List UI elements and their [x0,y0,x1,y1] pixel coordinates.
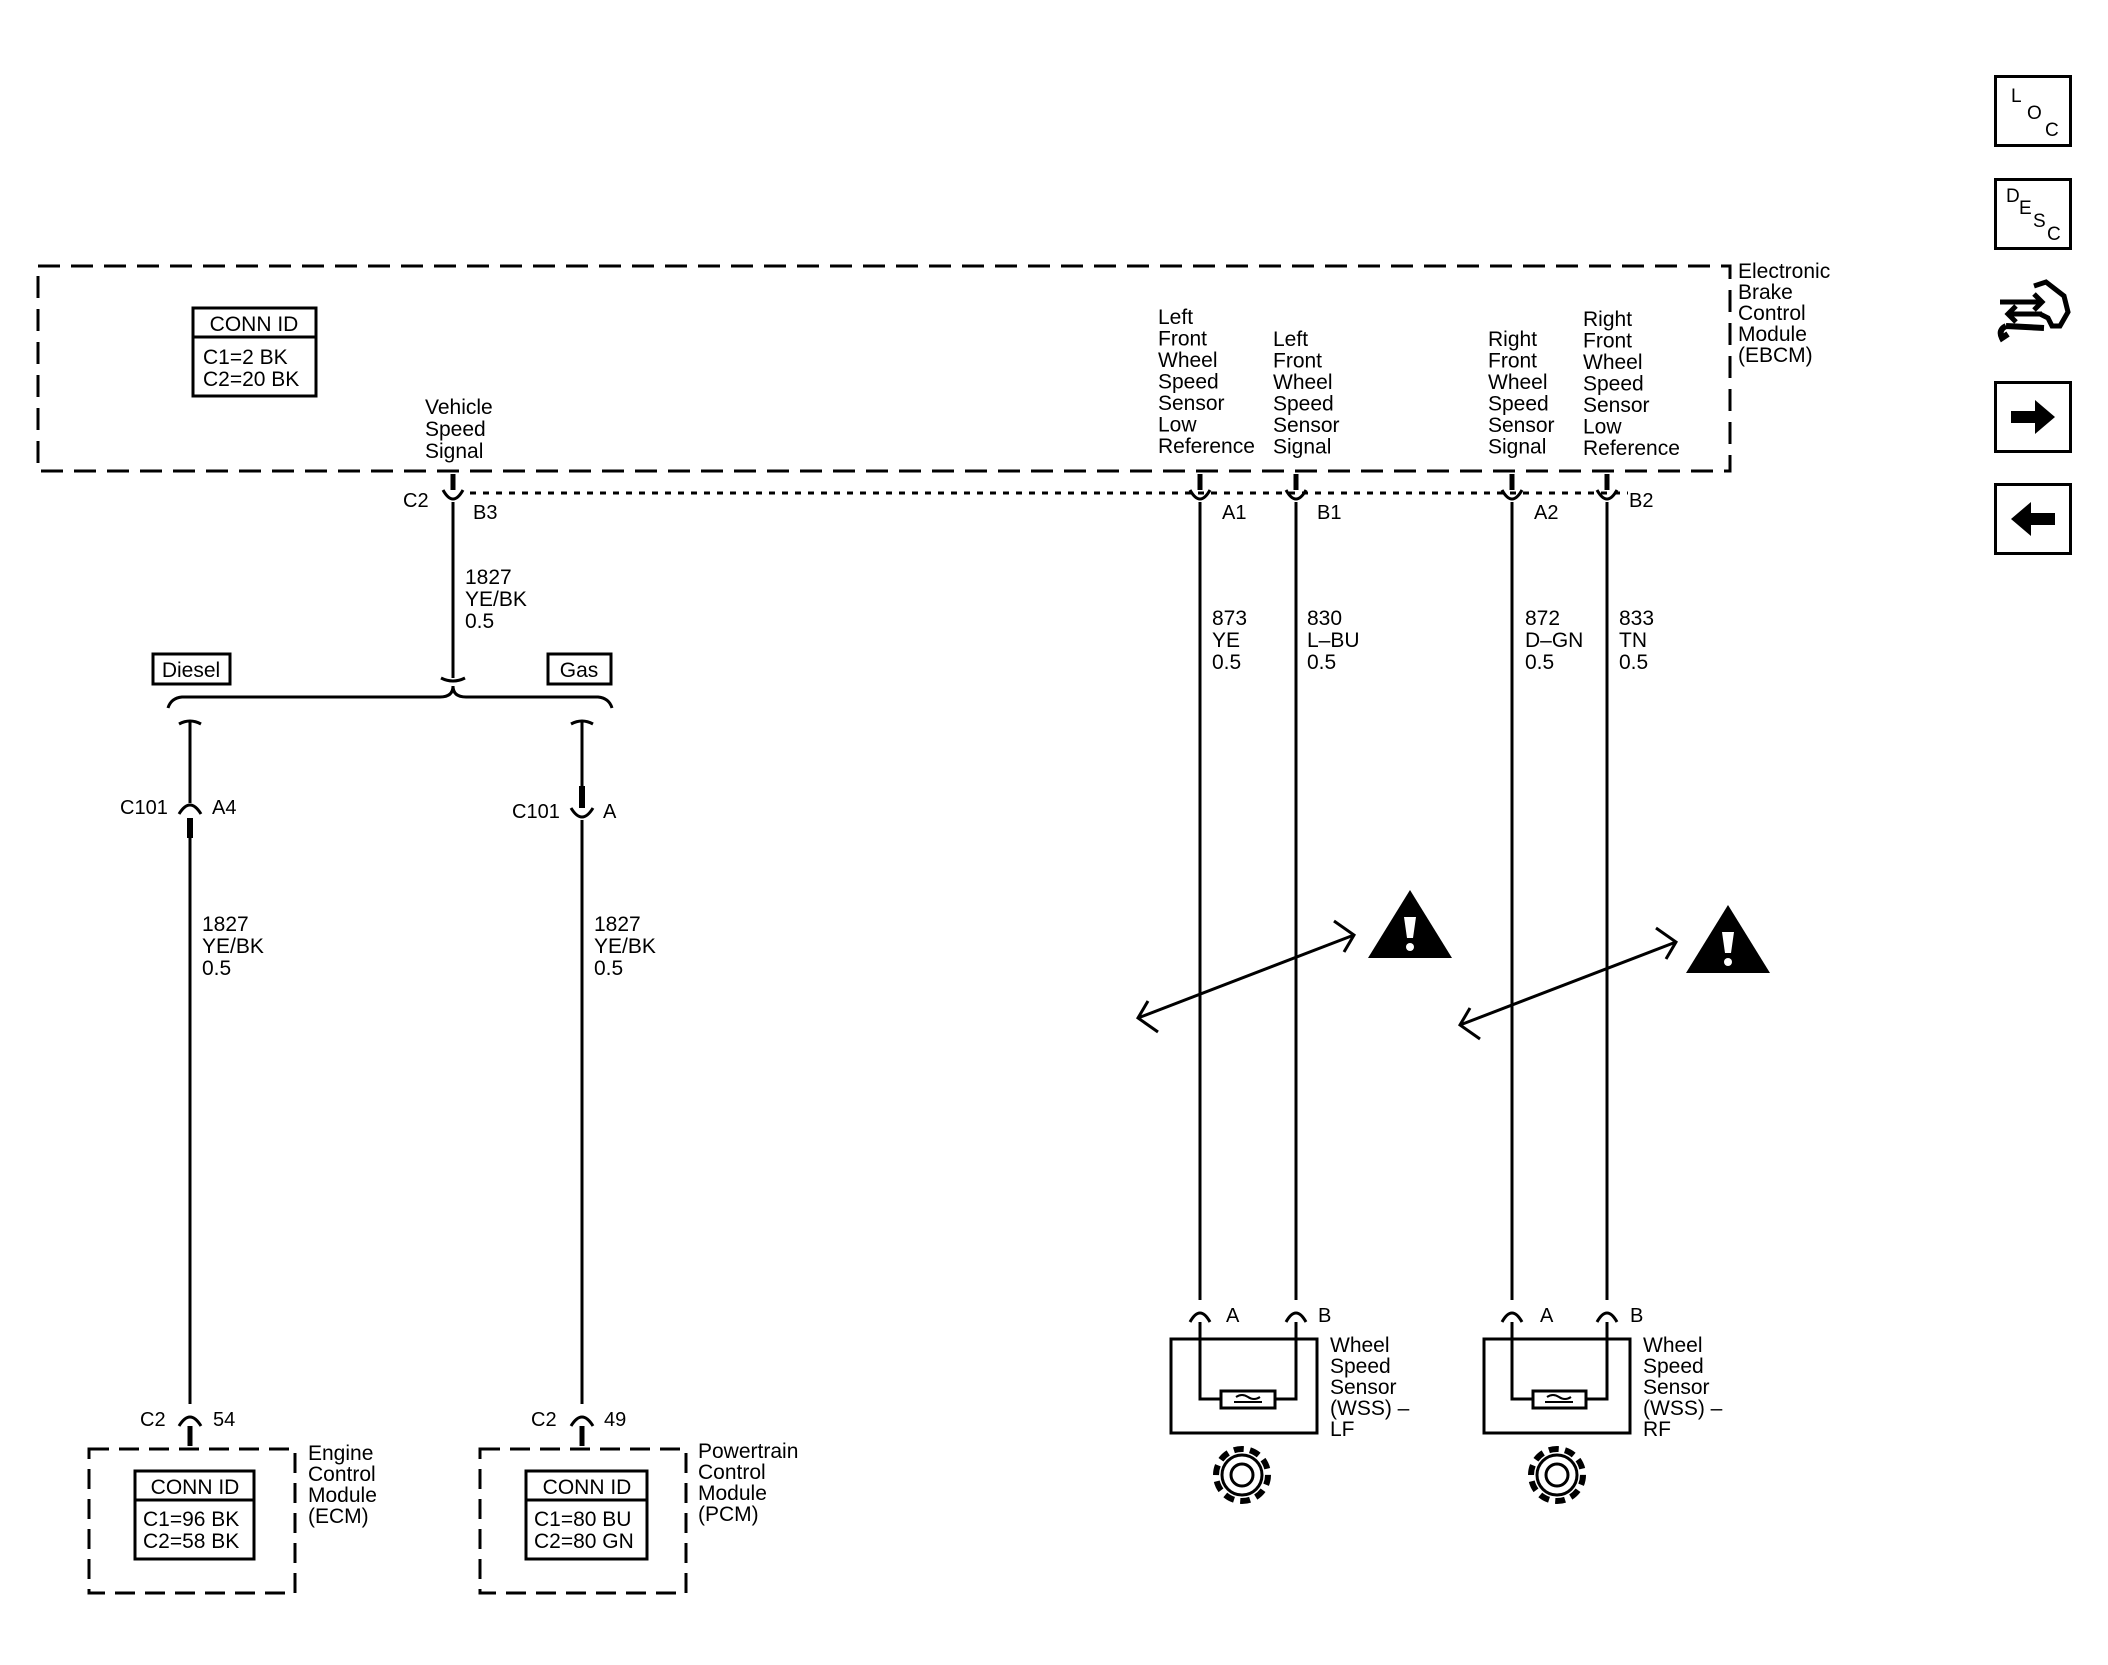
rf-low-pin-label: Right Front Wheel Speed Sensor Low Refer… [1583,308,1680,460]
rf-sig-pin-label: Right Front Wheel Speed Sensor Signal [1488,328,1560,459]
wss-lf-gear-icon [1213,1446,1271,1504]
caution-icon [1686,905,1770,973]
ecm-c2-connector [177,1415,203,1427]
rf-sig-wire-label: 872 D–GN 0.5 [1525,607,1589,674]
connector-end-view-icon [1997,279,2071,343]
wss-lf-body [1169,1337,1319,1435]
wss-lf-name: Wheel Speed Sensor (WSS) – LF [1330,1334,1415,1441]
rf-sig-pin: A2 [1534,502,1558,524]
ebcm-conn-id-title: CONN ID [210,313,299,336]
lf-sig-pin-label: Left Front Wheel Speed Sensor Signal [1273,328,1345,459]
wss-rf-pin-b-connector [1595,1311,1619,1323]
arrow-left-icon [2011,502,2055,536]
rf-low-pin: B2 [1629,490,1653,512]
option-split-tick [440,676,466,683]
lf-low-pin-label: Left Front Wheel Speed Sensor Low Refere… [1158,306,1255,458]
description-letter: D [2006,186,2020,207]
vss-pin: B3 [473,502,497,524]
ecm-conn-id-title: CONN ID [151,1476,240,1499]
pcm-conn-id-row: C1=80 BU [534,1508,631,1531]
pcm-c2-pin: 49 [604,1409,626,1431]
lf-sig-connector [1284,489,1308,501]
next-button[interactable] [1994,381,2072,453]
pcm-conn-id-row: C2=80 GN [534,1530,634,1553]
gas-c101-connector [569,807,595,819]
pcm-name: Powertrain Control Module (PCM) [698,1440,804,1526]
wss-rf-sensor-element [1531,1389,1588,1410]
wss-rf-gear-icon [1528,1446,1586,1504]
lf-twisted-pair-marker [1136,919,1356,1034]
description-letter: C [2047,224,2061,245]
description-letter: E [2019,198,2032,219]
ecm-c2-label: C2 [140,1409,166,1431]
ebcm-name: Electronic Brake Control Module (EBCM) [1738,260,1836,367]
ecm-conn-id-row: C2=58 BK [143,1530,239,1553]
location-letter: L [2011,86,2022,107]
description-letter: S [2033,211,2046,232]
wss-rf-pin-b: B [1630,1305,1643,1327]
ecm-c2-pin: 54 [213,1409,235,1431]
ecm-name: Engine Control Module (ECM) [308,1442,383,1528]
pcm-conn-id-title: CONN ID [543,1476,632,1499]
diesel-option-box: Diesel [151,652,232,686]
lf-low-connector [1188,489,1212,501]
wss-rf-pin-a: A [1540,1305,1554,1327]
location-letter: C [2045,120,2059,141]
ebcm-conn-id-row: C1=2 BK [203,346,288,369]
lf-sig-wire-label: 830 L–BU 0.5 [1307,607,1365,674]
diesel-c101-pin: A4 [212,797,236,819]
ecm-conn-id-box: CONN ID C1=96 BK C2=58 BK [133,1469,256,1561]
pcm-outline [478,1447,688,1595]
lf-sig-pin: B1 [1317,502,1341,524]
ecm-conn-id-row: C1=96 BK [143,1508,239,1531]
wss-lf-pin-a-connector [1188,1311,1212,1323]
option-bracket [166,685,614,709]
vss-pin-label: Vehicle Speed Signal [425,396,499,463]
pcm-conn-id-box: CONN ID C1=80 BU C2=80 GN [524,1469,649,1561]
wss-rf-body [1482,1337,1632,1435]
wss-rf-name: Wheel Speed Sensor (WSS) – RF [1643,1334,1728,1441]
rf-low-wire-label: 833 TN 0.5 [1619,607,1660,674]
previous-button[interactable] [1994,483,2072,555]
description-button[interactable]: D E S C [1994,178,2072,250]
ecm-outline [87,1447,297,1595]
ebcm-conn-id-box: CONN ID C1=2 BK C2=20 BK [191,306,318,398]
pcm-c2-connector [569,1415,595,1427]
diesel-c101-connector [177,803,203,815]
ebcm-conn-id-row: C2=20 BK [203,368,299,391]
pcm-c2-label: C2 [531,1409,557,1431]
gas-wire-label: 1827 YE/BK 0.5 [594,913,662,980]
wss-lf-pin-b: B [1318,1305,1331,1327]
wss-lf-pin-b-connector [1284,1311,1308,1323]
rf-sig-connector [1500,489,1524,501]
diesel-option-label: Diesel [162,659,220,682]
connector-end-view-button[interactable] [1994,274,2072,346]
wss-rf-pin-a-connector [1500,1311,1524,1323]
diesel-c101-label: C101 [120,797,168,819]
vss-wire-label: 1827 YE/BK 0.5 [465,566,533,633]
diesel-wire-label: 1827 YE/BK 0.5 [202,913,270,980]
gas-option-box: Gas [546,652,613,686]
location-letter: O [2027,103,2042,124]
rf-twisted-pair-marker [1458,926,1678,1041]
vss-connector [441,489,465,501]
wss-lf-sensor-element [1219,1389,1277,1410]
location-button[interactable]: L O C [1994,75,2072,147]
ebcm-outline [36,264,1732,473]
lf-low-pin: A1 [1222,502,1246,524]
wss-lf-pin-a: A [1226,1305,1240,1327]
lf-low-wire-label: 873 YE 0.5 [1212,607,1253,674]
rf-low-connector [1595,489,1619,501]
gas-c101-label: C101 [512,801,560,823]
caution-icon [1368,890,1452,958]
arrow-right-icon [2011,400,2055,434]
gas-option-label: Gas [560,659,599,682]
vss-conn-label: C2 [403,490,429,512]
gas-c101-pin: A [603,801,617,823]
